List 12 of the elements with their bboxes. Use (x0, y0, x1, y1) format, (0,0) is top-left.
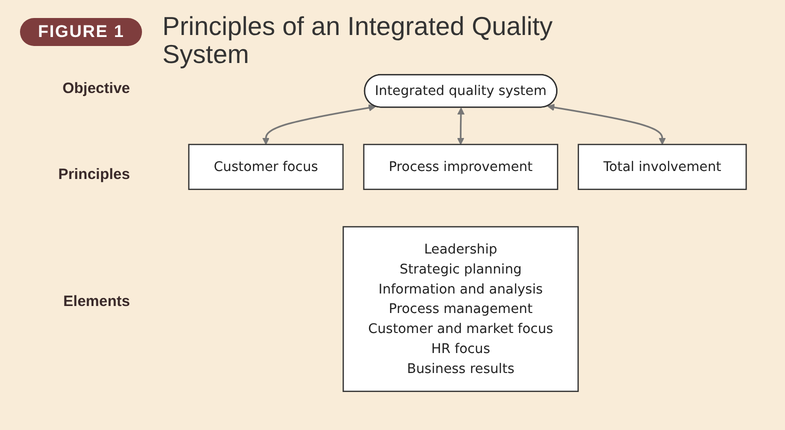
row-label: Elements (63, 293, 130, 310)
node-box: Customer focus (188, 144, 344, 190)
arrow (547, 104, 666, 145)
node-box: Leadership Strategic planning Information and analysis Process management Customer and market focus HR focus Business results (342, 226, 579, 392)
arrow (262, 104, 376, 145)
row-label: Objective (62, 80, 130, 97)
figure-badge: FIGURE 1 (20, 18, 142, 46)
row-label: Principles (58, 166, 130, 183)
arrow (457, 107, 465, 145)
node-box: Process improvement (363, 144, 558, 190)
node-box: Total involvement (578, 144, 747, 190)
title: Principles of an Integrated Quality System (162, 12, 554, 68)
